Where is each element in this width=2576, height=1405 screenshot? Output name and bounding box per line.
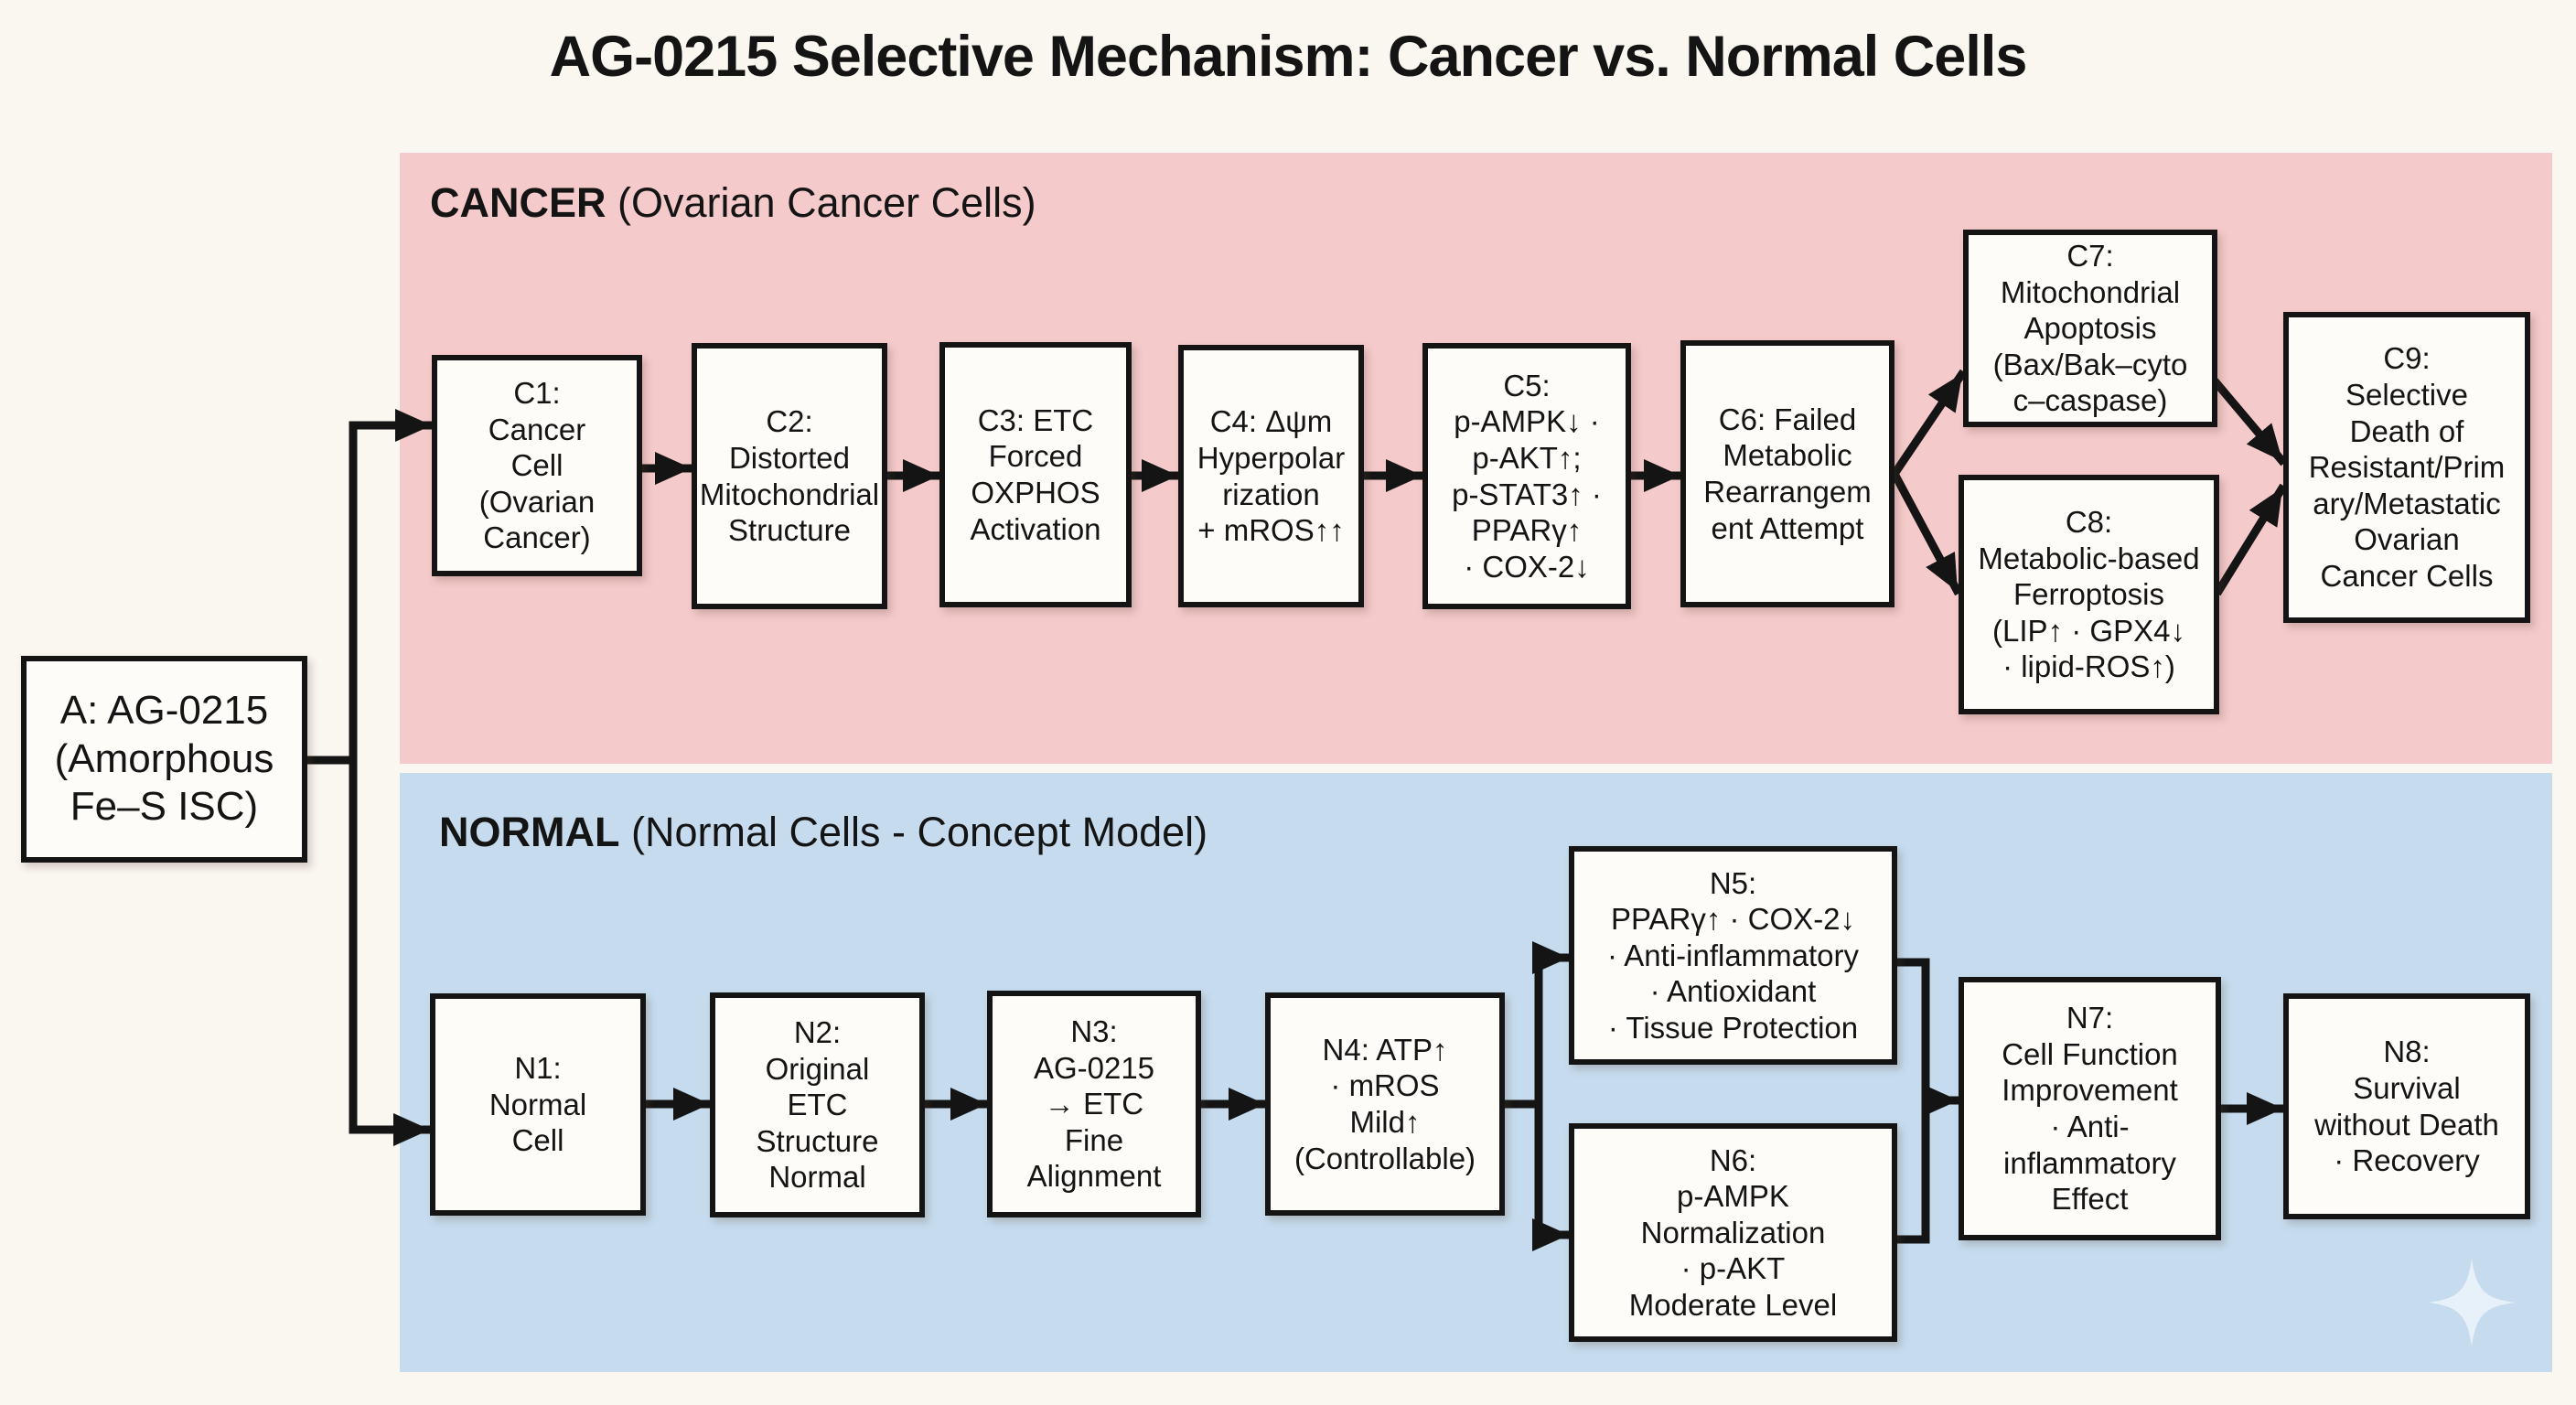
normal-section-sublabel: (Normal Cells - Concept Model) (619, 809, 1208, 855)
node-c8: C8: Metabolic-based Ferroptosis (LIP↑ · … (1959, 475, 2219, 714)
node-c2: C2: Distorted Mitochondrial Structure (692, 343, 887, 609)
normal-section-label: NORMAL (439, 809, 620, 855)
node-c7: C7: Mitochondrial Apoptosis (Bax/Bak–cyt… (1963, 230, 2217, 427)
node-n6: N6: p-AMPK Normalization · p-AKT Moderat… (1569, 1123, 1897, 1342)
node-c9: C9: Selective Death of Resistant/Prim ar… (2283, 312, 2530, 623)
node-c5: C5: p-AMPK↓ · p-AKT↑; p-STAT3↑ · PPARγ↑ … (1422, 343, 1631, 609)
node-c1: C1: Cancer Cell (Ovarian Cancer) (432, 355, 642, 576)
node-n1: N1: Normal Cell (430, 993, 646, 1216)
page-title: AG-0215 Selective Mechanism: Cancer vs. … (549, 25, 2028, 89)
normal-section-header: NORMAL (Normal Cells - Concept Model) (439, 809, 1208, 856)
node-a: A: AG-0215 (Amorphous Fe–S ISC) (21, 656, 307, 863)
node-n3: N3: AG-0215 → ETC Fine Alignment (987, 991, 1201, 1217)
node-n4: N4: ATP↑ · mROS Mild↑ (Controllable) (1265, 992, 1505, 1216)
node-n5: N5: PPARγ↑ · COX-2↓ · Anti-inflammatory … (1569, 846, 1897, 1065)
node-c4: C4: Δψm Hyperpolar rization + mROS↑↑ (1178, 345, 1364, 607)
node-n8: N8: Survival without Death · Recovery (2283, 993, 2530, 1219)
cancer-section-label: CANCER (430, 179, 606, 226)
node-n7: N7: Cell Function Improvement · Anti- in… (1959, 977, 2221, 1240)
node-c3: C3: ETC Forced OXPHOS Activation (939, 342, 1132, 607)
cancer-section-sublabel: (Ovarian Cancer Cells) (606, 179, 1036, 226)
node-c6: C6: Failed Metabolic Rearrangem ent Atte… (1680, 340, 1894, 607)
node-n2: N2: Original ETC Structure Normal (710, 992, 925, 1217)
cancer-section-header: CANCER (Ovarian Cancer Cells) (430, 179, 1036, 227)
